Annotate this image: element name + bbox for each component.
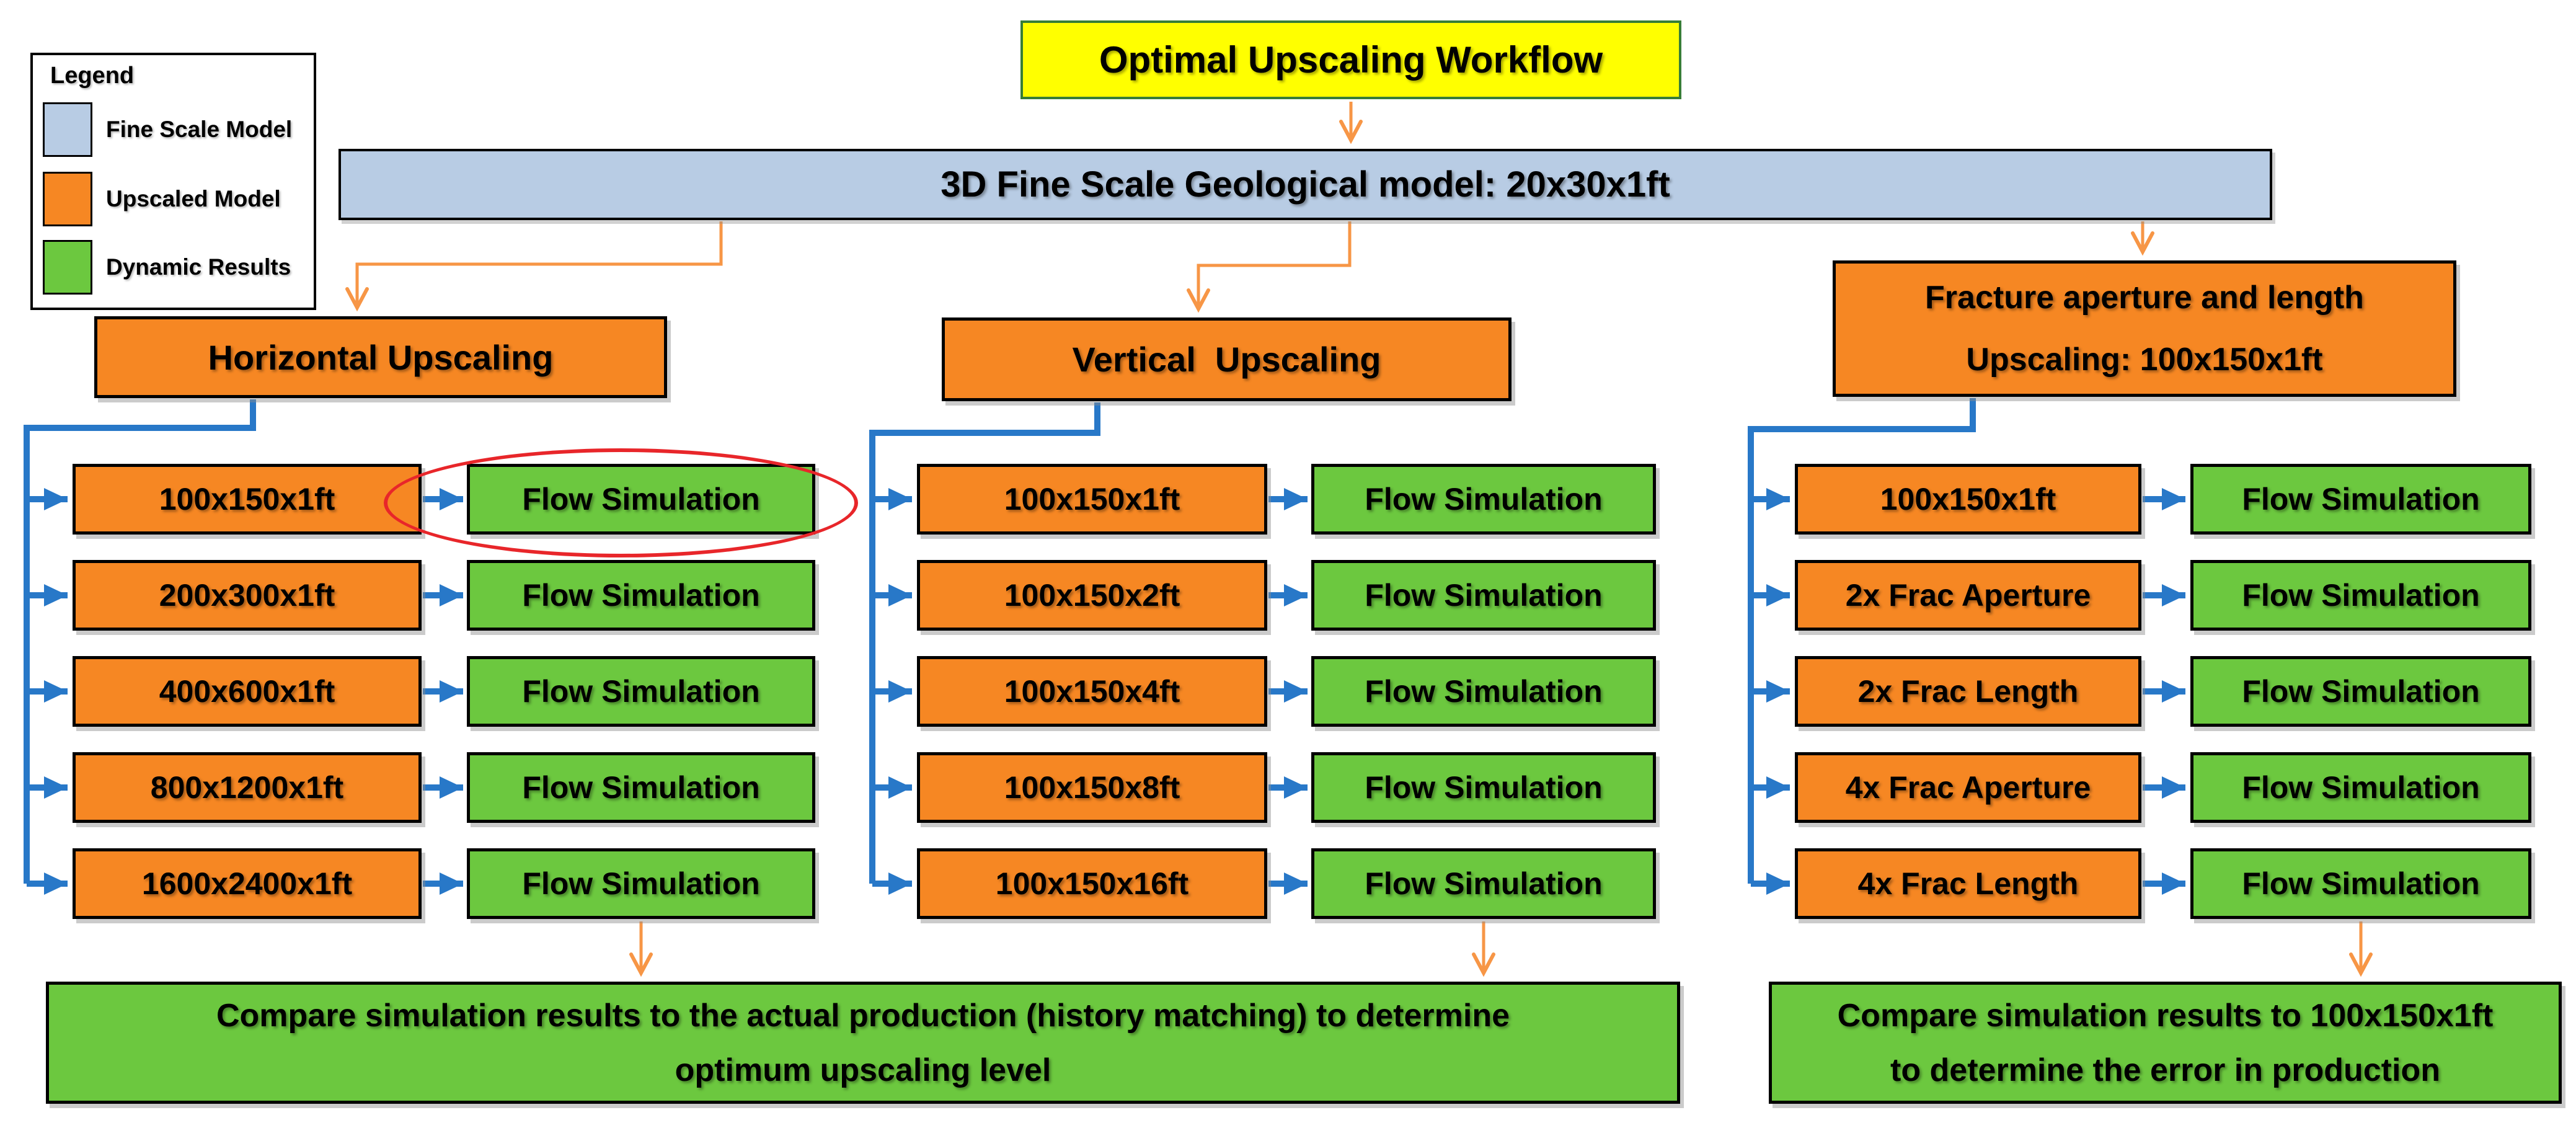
model-box: 1600x2400x1ft [73, 848, 422, 919]
model-box: 2x Frac Length [1795, 656, 2141, 727]
legend: Legend Fine Scale Model Upscaled Model D… [30, 53, 316, 310]
legend-title: Legend [50, 63, 135, 89]
legend-item-fine-scale: Fine Scale Model [43, 101, 292, 158]
column-header-horizontal-upscaling: Horizontal Upscaling [94, 316, 667, 398]
model-box: 2x Frac Aperture [1795, 560, 2141, 631]
flow-simulation-box: Flow Simulation [467, 752, 815, 823]
fine-scale-model-box: 3D Fine Scale Geological model: 20x30x1f… [339, 149, 2272, 220]
model-box: 400x600x1ft [73, 656, 422, 727]
model-box: 100x150x8ft [917, 752, 1267, 823]
model-box: 100x150x4ft [917, 656, 1267, 727]
flow-simulation-box: Flow Simulation [2190, 848, 2531, 919]
model-box: 4x Frac Length [1795, 848, 2141, 919]
legend-label: Fine Scale Model [106, 117, 293, 142]
flow-simulation-box: Flow Simulation [1311, 560, 1656, 631]
fine-scale-swatch [43, 102, 92, 157]
highlight-ellipse [384, 448, 858, 557]
flow-simulation-box: Flow Simulation [2190, 656, 2531, 727]
flow-simulation-box: Flow Simulation [467, 656, 815, 727]
model-box: 100x150x16ft [917, 848, 1267, 919]
flow-simulation-box: Flow Simulation [1311, 464, 1656, 535]
flow-simulation-box: Flow Simulation [1311, 752, 1656, 823]
flow-simulation-box: Flow Simulation [2190, 752, 2531, 823]
model-box: 100x150x2ft [917, 560, 1267, 631]
flow-simulation-box: Flow Simulation [2190, 560, 2531, 631]
dynamic-results-swatch [43, 240, 92, 295]
flow-simulation-box: Flow Simulation [1311, 848, 1656, 919]
history-matching-conclusion-box: Compare simulation results to the actual… [46, 982, 1680, 1104]
flow-simulation-box: Flow Simulation [1311, 656, 1656, 727]
model-box: 100x150x1ft [1795, 464, 2141, 535]
flow-simulation-box: Flow Simulation [467, 848, 815, 919]
model-box: 4x Frac Aperture [1795, 752, 2141, 823]
legend-label: Upscaled Model [106, 186, 281, 211]
model-box: 100x150x1ft [917, 464, 1267, 535]
error-in-production-conclusion-box: Compare simulation results to 100x150x1f… [1769, 982, 2562, 1104]
legend-item-upscaled: Upscaled Model [43, 171, 281, 228]
model-box: 800x1200x1ft [73, 752, 422, 823]
upscaled-model-swatch [43, 172, 92, 226]
workflow-title: Optimal Upscaling Workflow [1020, 20, 1681, 99]
model-box: 100x150x1ft [73, 464, 422, 535]
legend-label: Dynamic Results [106, 254, 291, 280]
flow-simulation-box: Flow Simulation [467, 560, 815, 631]
column-header-vertical-upscaling: Vertical Upscaling [942, 317, 1512, 401]
legend-item-dynamic: Dynamic Results [43, 239, 291, 296]
column-header-fracture-upscaling: Fracture aperture and length Upscaling: … [1833, 260, 2456, 397]
flow-simulation-box: Flow Simulation [2190, 464, 2531, 535]
model-box: 200x300x1ft [73, 560, 422, 631]
